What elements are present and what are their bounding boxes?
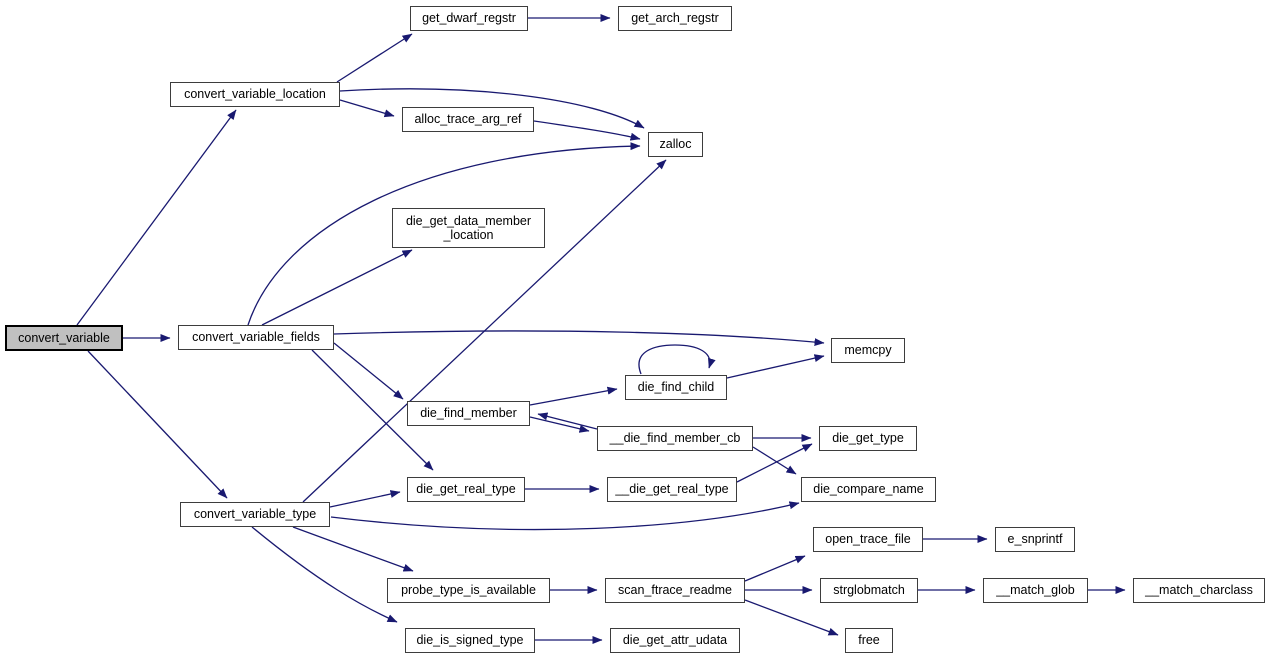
node-label-line: die_get_data_member [405,213,532,228]
node-free[interactable]: free [845,628,893,653]
edge-convert_variable_fields-to-die_get_data_member_location [261,249,413,326]
node-die_get_real_type[interactable]: die_get_real_type [407,477,525,502]
edge-convert_variable_fields-to-zalloc [247,142,641,326]
node-die_get_real_type_impl[interactable]: __die_get_real_type [607,477,737,502]
node-get_arch_regstr[interactable]: get_arch_regstr [618,6,732,31]
edge-convert_variable_type-to-die_get_real_type [329,490,401,508]
node-match_glob[interactable]: __match_glob [983,578,1088,603]
node-die_get_attr_udata[interactable]: die_get_attr_udata [610,628,740,653]
edge-die_find_child-to-memcpy [726,354,825,379]
node-die_find_child[interactable]: die_find_child [625,375,727,400]
node-label-line: _location [443,228,494,242]
edge-die_get_real_type_impl-to-die_get_type [736,443,813,483]
node-die_find_member[interactable]: die_find_member [407,401,530,426]
node-die_find_member_cb[interactable]: __die_find_member_cb [597,426,753,451]
edge-convert_variable_type-to-zalloc [302,159,667,503]
node-convert_variable: convert_variable [5,325,123,351]
node-alloc_trace_arg_ref[interactable]: alloc_trace_arg_ref [402,107,534,132]
edge-convert_variable-to-convert_variable_type [87,350,228,499]
node-die_get_type[interactable]: die_get_type [819,426,917,451]
edge-convert_variable_fields-to-die_find_member [333,342,404,400]
edge-alloc_trace_arg_ref-to-zalloc [533,120,641,141]
edge-die_find_member_cb-to-die_compare_name [752,446,797,475]
edge-convert_variable_fields-to-die_get_real_type [311,349,434,471]
node-get_dwarf_regstr[interactable]: get_dwarf_regstr [410,6,528,31]
node-convert_variable_fields[interactable]: convert_variable_fields [178,325,334,350]
node-probe_type_is_available[interactable]: probe_type_is_available [387,578,550,603]
edge-convert_variable_location-to-get_dwarf_regstr [336,33,413,83]
node-memcpy[interactable]: memcpy [831,338,905,363]
edge-convert_variable_location-to-alloc_trace_arg_ref [339,99,395,118]
edge-convert_variable-to-convert_variable_location [76,109,237,326]
edge-die_find_member_cb-to-die_find_member [537,412,598,430]
node-convert_variable_location[interactable]: convert_variable_location [170,82,340,107]
edge-convert_variable_type-to-die_compare_name [330,501,800,531]
node-die_get_data_member_location[interactable]: die_get_data_member_location [392,208,545,248]
node-convert_variable_type[interactable]: convert_variable_type [180,502,330,527]
node-die_is_signed_type[interactable]: die_is_signed_type [405,628,535,653]
edge-scan_ftrace_readme-to-free [744,599,839,636]
edge-scan_ftrace_readme-to-open_trace_file [744,555,806,582]
node-scan_ftrace_readme[interactable]: scan_ftrace_readme [605,578,745,603]
node-die_compare_name[interactable]: die_compare_name [801,477,936,502]
node-match_charclass[interactable]: __match_charclass [1133,578,1265,603]
node-e_snprintf[interactable]: e_snprintf [995,527,1075,552]
node-zalloc[interactable]: zalloc [648,132,703,157]
node-open_trace_file[interactable]: open_trace_file [813,527,923,552]
edge-convert_variable_fields-to-memcpy [333,330,825,347]
edge-die_find_member-to-die_find_child [529,386,618,406]
node-strglobmatch[interactable]: strglobmatch [820,578,918,603]
edge-convert_variable_type-to-probe_type_is_available [292,526,414,572]
edge-convert_variable_location-to-zalloc [339,88,645,129]
edge-die_find_child-to-die_find_child [638,344,716,375]
edge-convert_variable_type-to-die_is_signed_type [251,526,398,623]
